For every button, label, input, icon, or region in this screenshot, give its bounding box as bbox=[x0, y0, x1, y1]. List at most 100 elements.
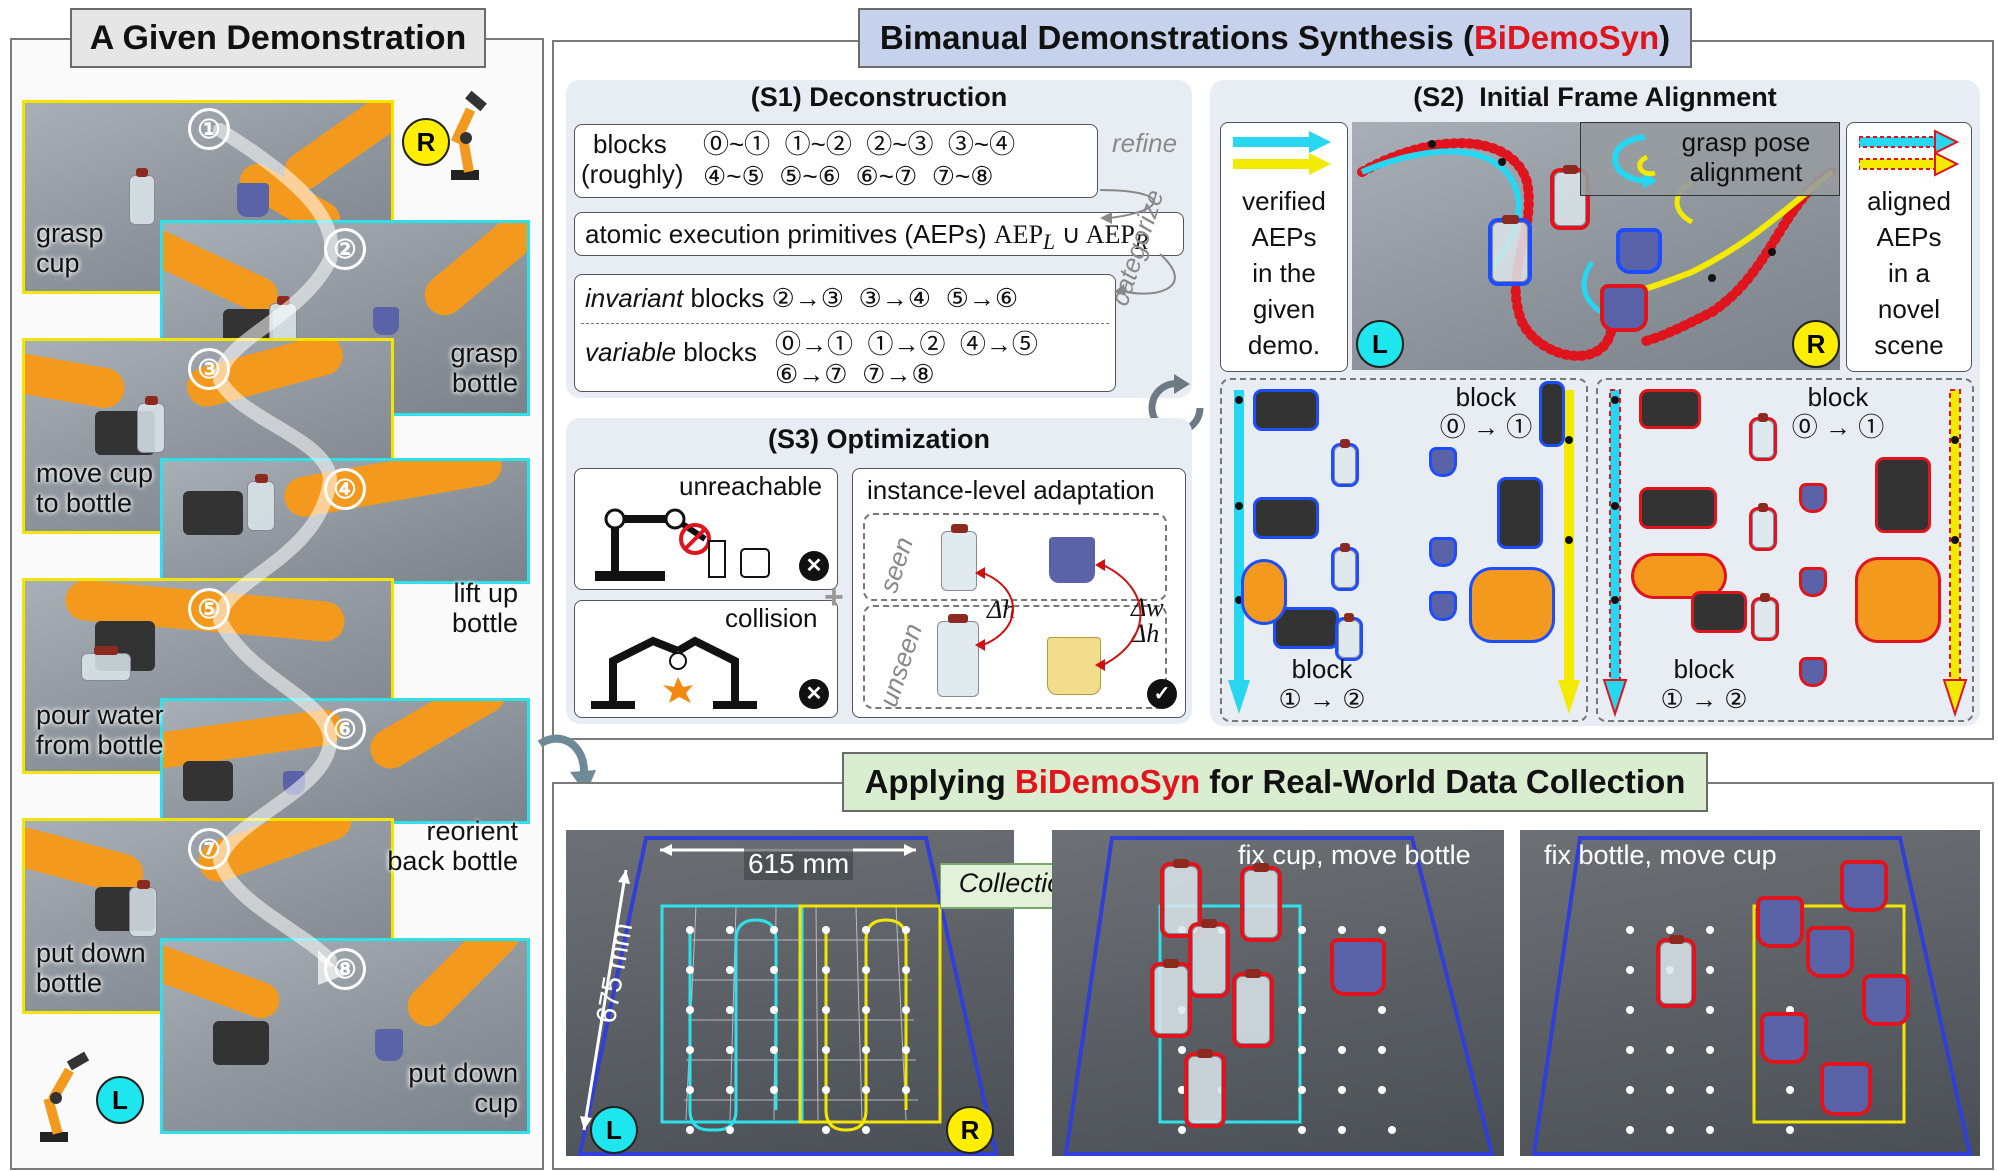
s1-aep-formula: AEPL ∪ AEPR bbox=[994, 220, 1148, 254]
right-arm-badge: R bbox=[402, 118, 450, 166]
moved-bottle-2 bbox=[1244, 863, 1278, 938]
real-world-title-highlight: BiDemoSyn bbox=[1014, 763, 1201, 800]
moved-bottle-3 bbox=[1192, 919, 1226, 994]
left-robot-icon bbox=[40, 1051, 90, 1142]
step-3-label: move cup to bottle bbox=[36, 458, 154, 518]
orig-bottle-3 bbox=[1338, 613, 1360, 658]
moved-cup-5 bbox=[1764, 1016, 1804, 1060]
orig-cup-2 bbox=[1432, 540, 1454, 564]
grid-right-badge-text: R bbox=[960, 1115, 980, 1145]
s2-left-badge: L bbox=[1356, 320, 1404, 368]
s2-aligned-text: aligned AEPs in a novel scene bbox=[1867, 186, 1951, 360]
collision-x-icon: ✕ bbox=[799, 679, 829, 709]
s2-block-b-top-num: ⓪ → ① bbox=[1791, 412, 1885, 442]
s3-instance-box: instance-level adaptation seen unseen Δh… bbox=[852, 468, 1186, 718]
robot-arm-icon bbox=[450, 90, 487, 180]
moved-cup-4 bbox=[1866, 978, 1906, 1022]
s1-title: (S1) Deconstruction bbox=[750, 82, 1008, 112]
s2-block-b-bot-text: block bbox=[1673, 654, 1735, 684]
s3-unreachable-label: unreachable bbox=[679, 471, 823, 501]
fix-bottle-grid bbox=[1531, 836, 1973, 1156]
given-demonstration-title: A Given Demonstration bbox=[70, 8, 486, 68]
fix-cup-photo: fix cup, move bottle bbox=[1052, 830, 1504, 1156]
grasp-pose-box: grasp pose alignment bbox=[1580, 122, 1840, 196]
s1-invariant-line: invariant blocks ②→③ ③→④ ⑤→⑥ bbox=[585, 283, 1018, 313]
aligned-cup-2 bbox=[1802, 570, 1824, 594]
step-8-label: put down cup bbox=[408, 1058, 518, 1118]
s2-block-a-top-num: ⓪ → ① bbox=[1439, 412, 1533, 442]
s1-refine-label: refine bbox=[1112, 128, 1178, 158]
s1-variable-row-1: ⓪→① ①→② ④→⑤ bbox=[775, 329, 1038, 359]
s1-connector-arrows bbox=[1099, 189, 1176, 296]
aligned-cup-1 bbox=[1802, 486, 1824, 510]
step-4-label: lift up bottle bbox=[451, 578, 518, 638]
adaptation-check-icon: ✓ bbox=[1147, 679, 1177, 709]
verified-arrows-icon bbox=[1233, 131, 1331, 175]
s3-unreachable-box: unreachable ✕ bbox=[574, 468, 838, 590]
unseen-cup-image bbox=[1047, 637, 1101, 695]
step-1-label: grasp cup bbox=[36, 218, 104, 278]
s2-original-vertical-arrows bbox=[1228, 390, 1580, 714]
adaptation-arrows bbox=[975, 559, 1142, 671]
orig-bottle-2 bbox=[1334, 543, 1356, 588]
s1-aep-box: atomic execution primitives (AEPs) AEPL … bbox=[574, 212, 1184, 256]
s2-scene-photo: grasp pose alignment L R bbox=[1352, 122, 1840, 370]
moved-bottle-6 bbox=[1188, 1049, 1222, 1124]
step-2-label: grasp bottle bbox=[450, 338, 518, 398]
s3-title: (S3) Optimization bbox=[768, 424, 990, 454]
s1-aep-text-span: atomic execution primitives (AEPs) bbox=[585, 219, 994, 249]
step-7-number: ⑦ bbox=[188, 828, 230, 870]
s1-blocks-row-1: ⓪~① ①~② ②~③ ③~④ bbox=[703, 129, 1016, 159]
fix-bottle-label: fix bottle, move cup bbox=[1544, 840, 1777, 870]
s1-aep-union: ∪ AEP bbox=[1055, 220, 1135, 249]
bidemosyn-title-suffix: ) bbox=[1659, 19, 1671, 56]
seen-bottle-image bbox=[941, 524, 977, 591]
s1-variable-rest: blocks bbox=[676, 337, 765, 367]
orig-bottle-1 bbox=[1334, 439, 1356, 484]
s1-aep-sub-l: L bbox=[1043, 230, 1056, 255]
grid-right-badge: R bbox=[946, 1106, 994, 1154]
grid-left-badge: L bbox=[590, 1106, 638, 1154]
s2-block-b-bot-num: ① → ② bbox=[1660, 684, 1748, 714]
s1-blocks-category-box: invariant blocks ②→③ ③→④ ⑤→⑥ variable bl… bbox=[574, 274, 1116, 392]
s1-invariant-rest: blocks bbox=[683, 283, 772, 313]
s2-cup-novel bbox=[1604, 288, 1644, 328]
step-8-photo bbox=[160, 938, 530, 1134]
moved-cup-1 bbox=[1844, 864, 1884, 908]
bidemosyn-title: Bimanual Demonstrations Synthesis (BiDem… bbox=[858, 8, 1692, 68]
orig-gripper-3 bbox=[1276, 610, 1336, 646]
s1-variable-line: variable blocks bbox=[585, 337, 764, 367]
s2-bottle-original bbox=[1492, 215, 1528, 282]
unseen-bottle-image bbox=[937, 614, 979, 697]
orig-cup-1 bbox=[1432, 450, 1454, 474]
seen-cup-image bbox=[1049, 537, 1095, 583]
s2-verified-box: verified AEPs in the given demo. bbox=[1220, 122, 1348, 372]
s2-verified-text: verified AEPs in the given demo. bbox=[1242, 186, 1326, 360]
given-demonstration-title-text: A Given Demonstration bbox=[89, 19, 467, 57]
fix-bottle-photo: fix bottle, move cup bbox=[1520, 830, 1980, 1156]
unreachable-robot-icon bbox=[595, 508, 770, 581]
orig-right-gripper bbox=[1500, 480, 1540, 546]
s3-collision-box: collision ✕ bbox=[574, 600, 838, 718]
unreachable-x-icon: ✕ bbox=[799, 551, 829, 581]
s2-right-badge-text: R bbox=[1806, 329, 1826, 359]
moved-bottle-1 bbox=[1164, 859, 1198, 934]
s2-block-b-top-text: block bbox=[1807, 382, 1869, 412]
s2-block-a-bot-num: ① → ② bbox=[1278, 684, 1366, 714]
orig-arm-3 bbox=[1244, 562, 1284, 622]
step-3-number: ③ bbox=[188, 348, 230, 390]
s1-aep-text: atomic execution primitives (AEPs) AEPL … bbox=[585, 219, 1148, 257]
aligned-arm-3 bbox=[1634, 556, 1724, 596]
aligned-right-arm bbox=[1858, 560, 1938, 640]
orig-gripper-1 bbox=[1256, 392, 1316, 428]
aligned-gripper-1 bbox=[1642, 392, 1698, 426]
width-dimension-label: 615 mm bbox=[744, 848, 854, 880]
right-arm-badge-text: R bbox=[416, 127, 436, 157]
aligned-gripper-2 bbox=[1642, 490, 1714, 526]
step-4-number: ④ bbox=[324, 468, 366, 510]
s2-block-a-bot-text: block bbox=[1291, 654, 1353, 684]
s1-blocks-box: blocks (roughly) ⓪~① ①~② ②~③ ③~④ ④~⑤ ⑤~⑥… bbox=[574, 124, 1098, 198]
